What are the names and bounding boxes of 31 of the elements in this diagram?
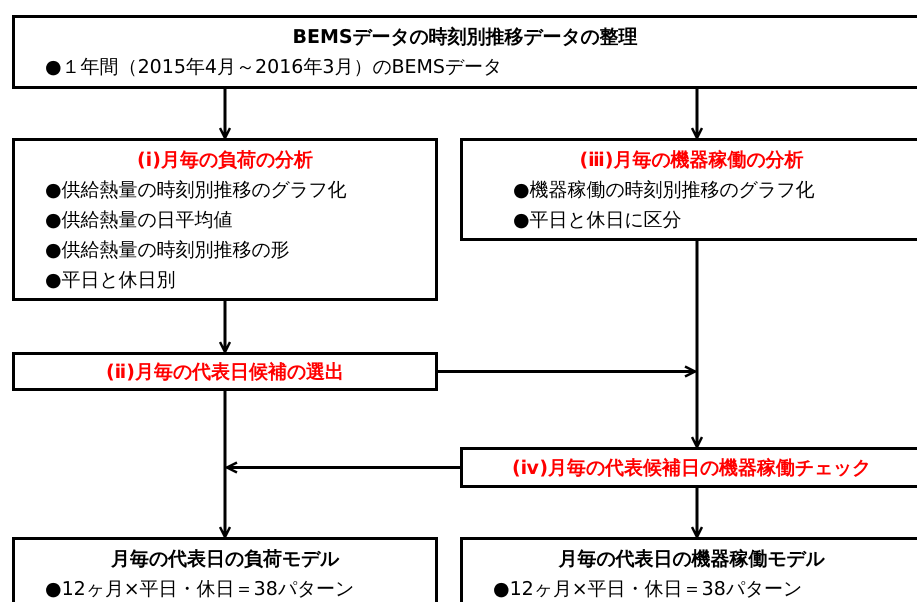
box-heading: BEMSデータの時刻別推移データの整理 bbox=[292, 25, 638, 50]
box-heading: (ⅲ)月毎の機器稼働の分析 bbox=[580, 148, 804, 173]
process-box bbox=[460, 537, 917, 602]
box-heading: 月毎の代表日の負荷モデル bbox=[111, 547, 339, 572]
bullet-item: ●平日と休日別 bbox=[45, 268, 176, 293]
box-heading: (ⅰ)月毎の負荷の分析 bbox=[137, 148, 313, 173]
arrow bbox=[690, 89, 704, 140]
bullet-item: ●12ヶ月×平日・休日＝38パターン bbox=[45, 577, 354, 602]
arrow bbox=[690, 488, 704, 538]
arrow bbox=[690, 241, 704, 448]
process-box bbox=[12, 537, 438, 602]
box-heading: 月毎の代表日の機器稼働モデル bbox=[558, 547, 824, 572]
box-heading: (ⅱ)月毎の代表日候補の選出 bbox=[106, 360, 344, 385]
arrow bbox=[218, 89, 232, 140]
bullet-item: ●12ヶ月×平日・休日＝38パターン bbox=[493, 577, 802, 602]
arrow bbox=[438, 365, 696, 378]
process-box bbox=[12, 15, 917, 89]
bullet-item: ●供給熱量の時刻別推移の形 bbox=[45, 238, 290, 263]
arrow bbox=[226, 461, 460, 474]
box-heading: (ⅳ)月毎の代表候補日の機器稼働チェック bbox=[512, 456, 872, 481]
bullet-item: ●機器稼働の時刻別推移のグラフ化 bbox=[513, 178, 815, 203]
bullet-item: ●平日と休日に区分 bbox=[513, 208, 682, 233]
process-box bbox=[12, 138, 438, 301]
bullet-item: ●供給熱量の日平均値 bbox=[45, 208, 233, 233]
process-box bbox=[460, 138, 917, 241]
process-box bbox=[12, 352, 438, 391]
bullet-item: ●１年間（2015年4月～2016年3月）のBEMSデータ bbox=[45, 55, 502, 80]
bullet-item: ●供給熱量の時刻別推移のグラフ化 bbox=[45, 178, 347, 203]
arrow bbox=[218, 391, 232, 538]
process-box bbox=[460, 447, 917, 488]
arrow bbox=[218, 301, 232, 354]
